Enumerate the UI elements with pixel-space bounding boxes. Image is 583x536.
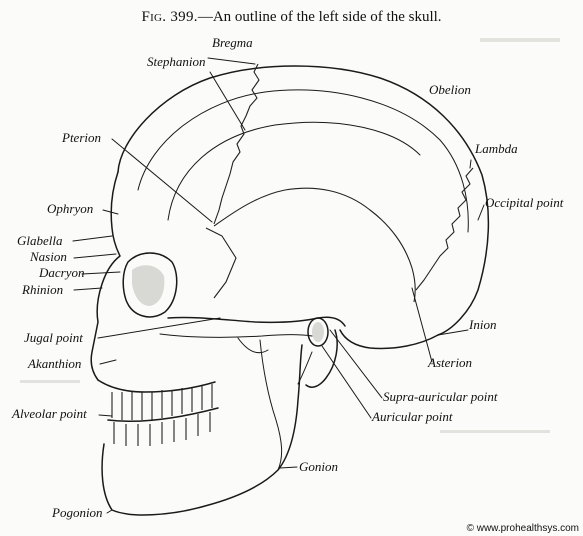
sphenoid-wing: [206, 228, 236, 298]
copyright-credit: © www.prohealthsys.com: [467, 523, 579, 534]
orbit-shadow: [132, 265, 164, 306]
label-stephanion: Stephanion: [147, 55, 206, 68]
label-bregma: Bregma: [212, 36, 253, 49]
coronoid-notch: [238, 338, 268, 353]
label-gonion: Gonion: [299, 460, 338, 473]
label-ophryon: Ophryon: [47, 202, 93, 215]
cranial-vault-outline: [118, 66, 488, 335]
page-specks: [20, 38, 560, 433]
mandibular-ramus: [260, 340, 282, 470]
zygomatic-lower: [160, 334, 312, 337]
label-pterion: Pterion: [62, 131, 101, 144]
label-nasion: Nasion: [30, 250, 67, 263]
squamosal-suture: [214, 188, 415, 302]
maxilla: [98, 380, 215, 392]
label-occipital-point: Occipital point: [485, 196, 563, 209]
temporal-line-inferior: [168, 122, 420, 220]
meatus-shadow: [312, 322, 324, 342]
mandible: [102, 345, 302, 515]
label-glabella: Glabella: [17, 234, 63, 247]
label-obelion: Obelion: [429, 83, 471, 96]
label-akanthion: Akanthion: [28, 357, 81, 370]
upper-teeth: [112, 384, 212, 420]
temporal-line-superior: [138, 90, 468, 232]
label-alveolar-point: Alveolar point: [12, 407, 87, 420]
label-dacryon: Dacryon: [39, 266, 85, 279]
label-auricular-point: Auricular point: [372, 410, 453, 423]
occipital-lower: [340, 330, 438, 348]
label-jugal-point: Jugal point: [24, 331, 83, 344]
label-asterion: Asterion: [428, 356, 472, 369]
face-profile: [91, 172, 120, 380]
label-pogonion: Pogonion: [52, 506, 103, 519]
label-supra-auricular-point: Supra-auricular point: [383, 390, 497, 403]
lambdoid-suture: [416, 168, 473, 290]
label-rhinion: Rhinion: [22, 283, 63, 296]
label-inion: Inion: [469, 318, 496, 331]
label-lambda: Lambda: [475, 142, 518, 155]
